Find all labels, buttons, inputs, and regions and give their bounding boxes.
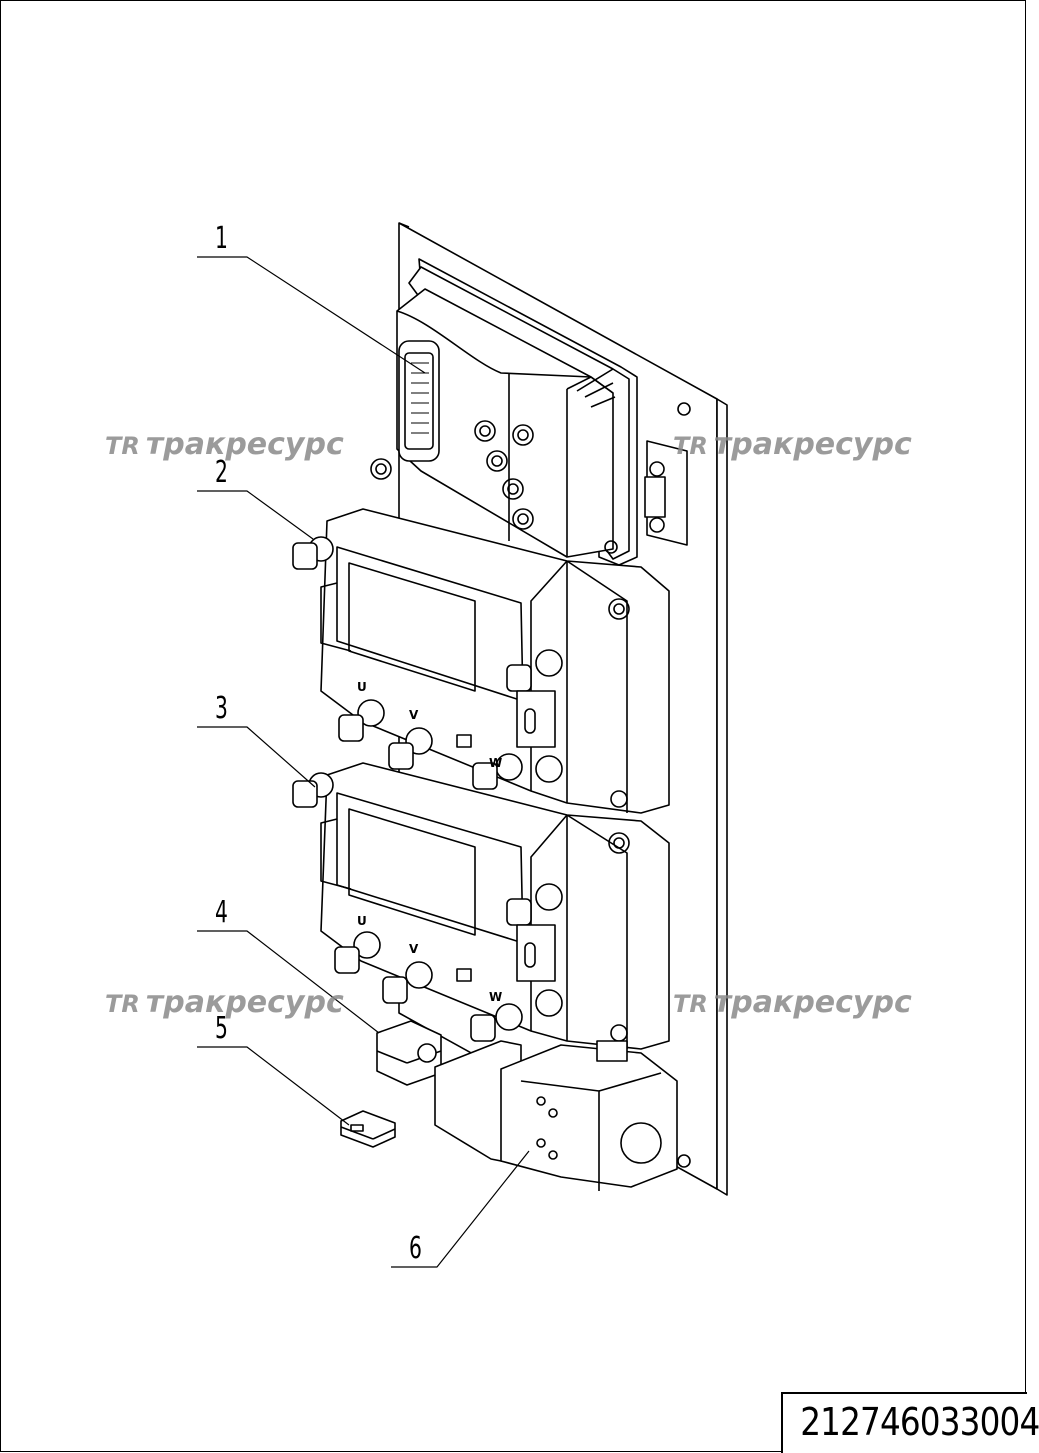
power-module-lower bbox=[292, 762, 670, 1050]
callout-1: 1 bbox=[215, 221, 228, 256]
callout-2: 2 bbox=[215, 455, 228, 490]
terminal-label-v-lower: V bbox=[409, 942, 419, 956]
callout-3: 3 bbox=[215, 691, 228, 726]
watermark-text: тракресурс bbox=[145, 427, 344, 462]
watermark-logo: ТR bbox=[105, 990, 140, 1018]
callout-4: 4 bbox=[215, 895, 228, 930]
watermark-text: тракресурс bbox=[145, 985, 344, 1020]
terminal-bracket bbox=[644, 440, 688, 546]
controller-module bbox=[370, 258, 638, 566]
terminal-label-u-lower: U bbox=[357, 914, 367, 928]
callout-5: 5 bbox=[215, 1011, 228, 1046]
leader-lines bbox=[197, 256, 530, 1268]
watermark-logo: ТR bbox=[673, 432, 708, 460]
power-module-upper bbox=[292, 508, 670, 814]
terminal-label-w-lower: W bbox=[489, 990, 502, 1004]
watermark-text: тракресурс bbox=[713, 427, 912, 462]
watermark-text: тракресурс bbox=[713, 985, 912, 1020]
terminal-label-u-upper: U bbox=[357, 680, 367, 694]
terminal-label-w-upper: W bbox=[489, 756, 502, 770]
part-number-box: 212746033004 bbox=[781, 1392, 1039, 1453]
terminal-label-v-upper: V bbox=[409, 708, 419, 722]
watermark-logo: ТR bbox=[105, 432, 140, 460]
fuse-holder bbox=[376, 1020, 442, 1086]
fuse bbox=[340, 1110, 396, 1148]
contactor bbox=[434, 1040, 678, 1191]
part-number: 212746033004 bbox=[800, 1400, 1039, 1444]
callout-6: 6 bbox=[409, 1231, 422, 1266]
watermark-logo: ТR bbox=[673, 990, 708, 1018]
